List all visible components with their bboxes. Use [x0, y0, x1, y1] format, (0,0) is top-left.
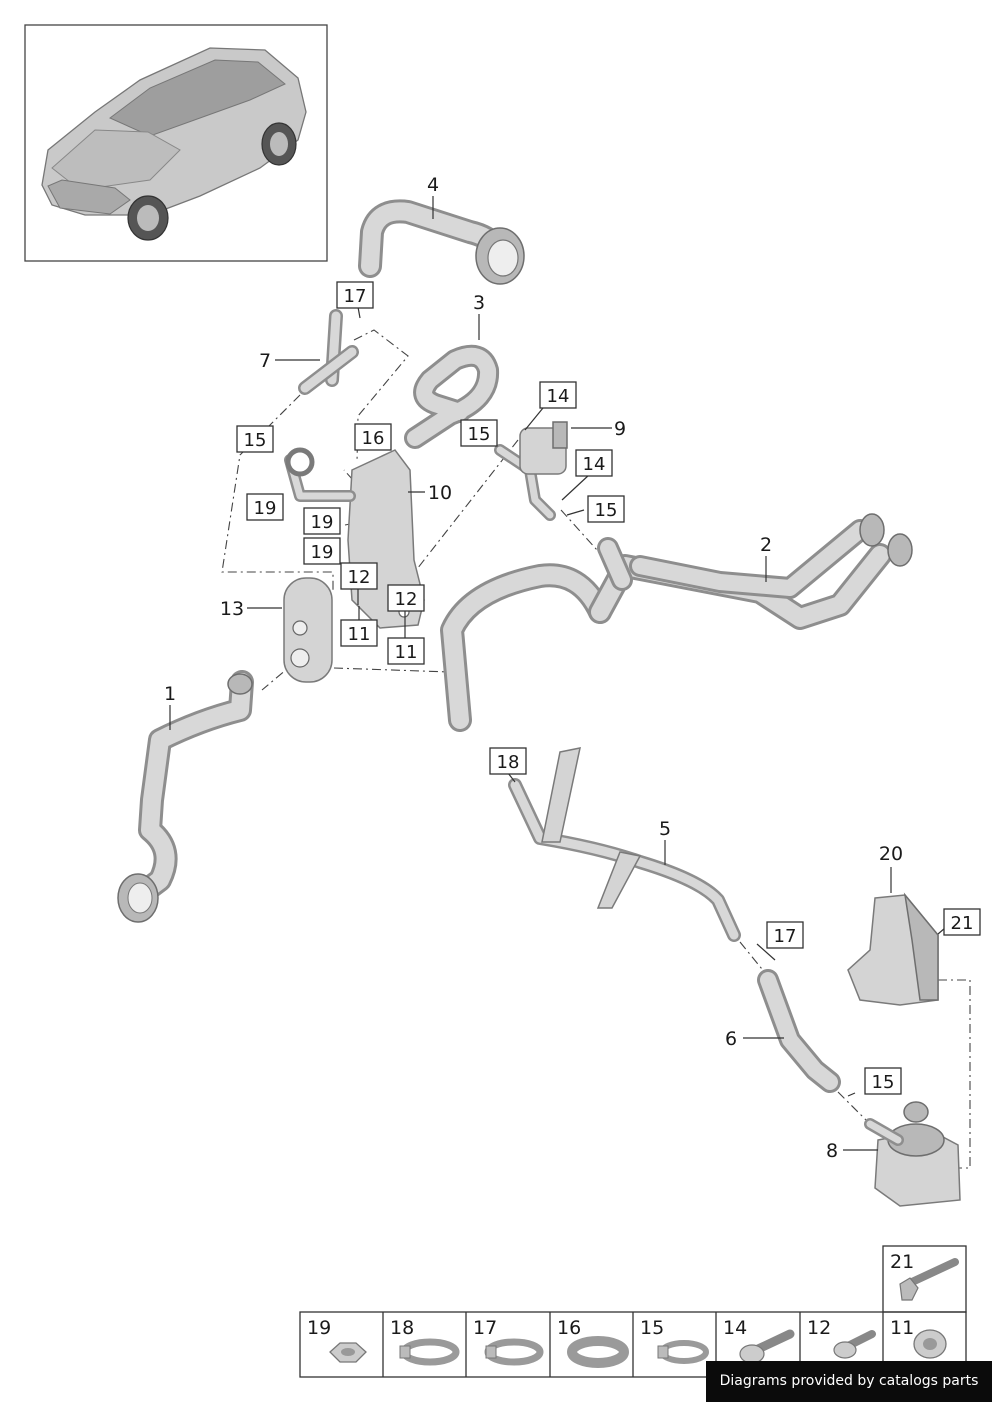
grommet-icon	[833, 1330, 876, 1359]
boxed-callout-21: 21	[951, 913, 974, 934]
table-cell-11-number: 11	[890, 1317, 914, 1339]
callout-2: 2	[760, 534, 772, 556]
hose-clamp-icon	[399, 1338, 460, 1366]
boxed-callouts	[236, 281, 981, 1095]
part-hose-3	[404, 344, 500, 449]
credit-banner: Diagrams provided by catalogs parts	[706, 1361, 992, 1402]
table-cell-14-number: 14	[723, 1317, 747, 1339]
boxed-callout-14-b: 14	[583, 454, 606, 475]
boxed-callout-19-c: 19	[311, 542, 334, 563]
part-connector-7	[298, 309, 359, 395]
part-hose-1	[117, 670, 254, 923]
vehicle-thumbnail	[24, 24, 328, 262]
hex-nut-icon	[329, 1342, 367, 1363]
band-clamp-icon	[567, 1336, 629, 1368]
boxed-callout-11-a: 11	[348, 624, 371, 645]
bolt-icon	[739, 1329, 795, 1364]
boxed-callout-14-a: 14	[547, 386, 570, 407]
boxed-callout-11-b: 11	[395, 642, 418, 663]
boxed-callout-labels: 17 15 16 19 19 19 12 11 12 11 15 14 14 1…	[244, 286, 974, 1093]
boxed-callout-17-upper: 17	[344, 286, 367, 307]
callout-20: 20	[879, 843, 903, 865]
callout-3: 3	[473, 292, 485, 314]
boxed-callout-17-lower: 17	[774, 926, 797, 947]
boxed-callout-19-a: 19	[254, 498, 277, 519]
callout-8: 8	[826, 1140, 838, 1162]
callout-9: 9	[614, 418, 626, 440]
table-cell-16-number: 16	[557, 1317, 581, 1339]
callout-labels: 1 2 3 4 5 6 7 8 9 10 13 20	[164, 174, 903, 1162]
boxed-callout-15-pump: 15	[872, 1072, 895, 1093]
boxed-callout-12-a: 12	[348, 567, 371, 588]
part-pipe-5	[508, 747, 741, 942]
boxed-callout-15-mid: 15	[468, 424, 491, 445]
table-cell-15-number: 15	[640, 1317, 664, 1339]
part-pump-8	[864, 1101, 961, 1207]
callout-5: 5	[659, 818, 671, 840]
hose-clamp-icon	[657, 1340, 709, 1364]
boxed-callout-12-b: 12	[395, 589, 418, 610]
parts-table: 21 19 18 17 16 15 14 12 11	[299, 1245, 967, 1378]
callout-4: 4	[427, 174, 439, 196]
part-hose-4	[358, 199, 525, 285]
table-cell-17-number: 17	[473, 1317, 497, 1339]
part-valve-9	[494, 421, 568, 521]
table-cell-21-number: 21	[890, 1251, 914, 1273]
boxed-callout-16: 16	[362, 428, 385, 449]
table-cell-18-number: 18	[390, 1317, 414, 1339]
callout-1: 1	[164, 683, 176, 705]
table-cell-12-number: 12	[807, 1317, 831, 1339]
rubber-grommet-icon	[913, 1329, 947, 1359]
table-cell-19-number: 19	[307, 1317, 331, 1339]
boxed-callout-18: 18	[497, 752, 520, 773]
part-hose-6	[757, 969, 841, 1093]
part-hose-2	[440, 513, 913, 732]
callout-13: 13	[220, 598, 244, 620]
long-bolt-icon	[899, 1258, 959, 1301]
callout-6: 6	[725, 1028, 737, 1050]
boxed-callout-15-right: 15	[595, 500, 618, 521]
boxed-callout-15-left: 15	[244, 430, 267, 451]
callout-10: 10	[428, 482, 452, 504]
part-plate-13	[283, 577, 333, 683]
callout-7: 7	[259, 350, 271, 372]
boxed-callout-19-b: 19	[311, 512, 334, 533]
leader-lines	[169, 196, 946, 1151]
part-cover-20	[847, 892, 939, 1006]
hose-clamp-icon	[484, 1338, 544, 1366]
